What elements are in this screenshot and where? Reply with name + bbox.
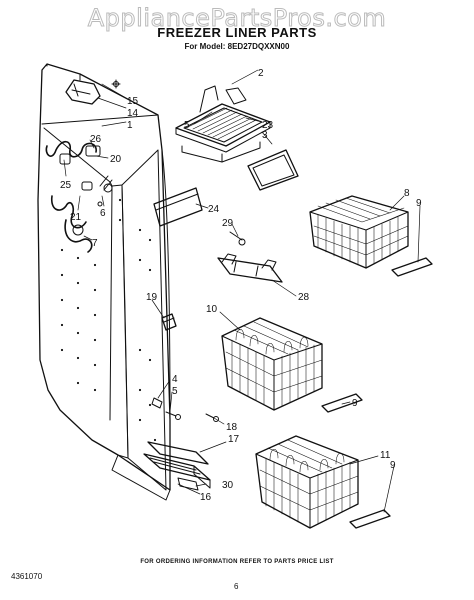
callout-11: 11	[380, 450, 391, 461]
callout-14: 14	[127, 108, 139, 119]
callout-19: 19	[146, 292, 158, 303]
screw-part18	[205, 413, 219, 422]
page-number: 6	[234, 582, 239, 591]
bottom-trim-part17	[143, 441, 211, 489]
screw-part5	[165, 411, 181, 420]
basket-rail-part28	[217, 253, 283, 283]
callout-21: 21	[70, 212, 82, 223]
callout-1: 1	[127, 120, 133, 131]
basket-part8	[309, 195, 409, 269]
light-socket	[59, 145, 113, 236]
callout-5: 5	[184, 120, 190, 131]
callout-17: 17	[228, 434, 240, 445]
callout-8: 8	[404, 188, 410, 199]
callout-26: 26	[90, 134, 102, 145]
shelf-trim-part3	[247, 149, 299, 191]
callout-9-middle: 9	[352, 398, 358, 409]
hinge-bracket	[65, 79, 121, 105]
ordering-info-note: FOR ORDERING INFORMATION REFER TO PARTS …	[140, 559, 334, 565]
callout-3: 3	[262, 130, 268, 141]
callout-20: 20	[110, 154, 122, 165]
callout-leaders	[63, 69, 421, 513]
callout-15: 15	[127, 96, 139, 107]
callout-29: 29	[222, 218, 234, 229]
callout-30: 30	[222, 480, 234, 491]
callout-2: 2	[258, 68, 264, 79]
bracket-part30	[177, 477, 199, 491]
basket-part11	[255, 435, 359, 529]
liner-trim-part24	[153, 187, 203, 227]
page-title: FREEZER LINER PARTS	[157, 25, 317, 40]
callout-9-top: 9	[416, 198, 422, 209]
callout-16: 16	[200, 492, 212, 503]
basket-front-part9c	[349, 509, 391, 529]
basket-part10	[221, 317, 323, 411]
freezer-shelf	[175, 85, 271, 163]
callout-25: 25	[60, 180, 72, 191]
model-subtitle: For Model: 8ED27DQXXN00	[184, 42, 290, 51]
freezer-liner	[37, 63, 171, 501]
fastener-part4	[151, 397, 163, 409]
clip-part19	[161, 313, 177, 331]
callout-labels: 2 15 14 1 5 23 3 26 20 25 6 21 7 24 29 8…	[60, 68, 422, 503]
watermark: AppliancePartsPros.com	[87, 4, 387, 33]
callout-28: 28	[298, 292, 310, 303]
screw-part29	[229, 231, 246, 246]
light-wiring-harness	[45, 140, 97, 253]
callout-9-bottom: 9	[390, 460, 396, 471]
basket-front-part9b	[321, 393, 363, 413]
basket-front-part9a	[391, 257, 433, 277]
callout-5-lower: 5	[172, 386, 178, 397]
callout-10: 10	[206, 304, 218, 315]
callout-4: 4	[172, 374, 178, 385]
callout-6: 6	[100, 208, 106, 219]
callout-23: 23	[262, 120, 274, 131]
callout-24: 24	[208, 204, 220, 215]
callout-7: 7	[92, 238, 98, 249]
callout-18: 18	[226, 422, 238, 433]
document-number: 4361070	[11, 572, 43, 581]
